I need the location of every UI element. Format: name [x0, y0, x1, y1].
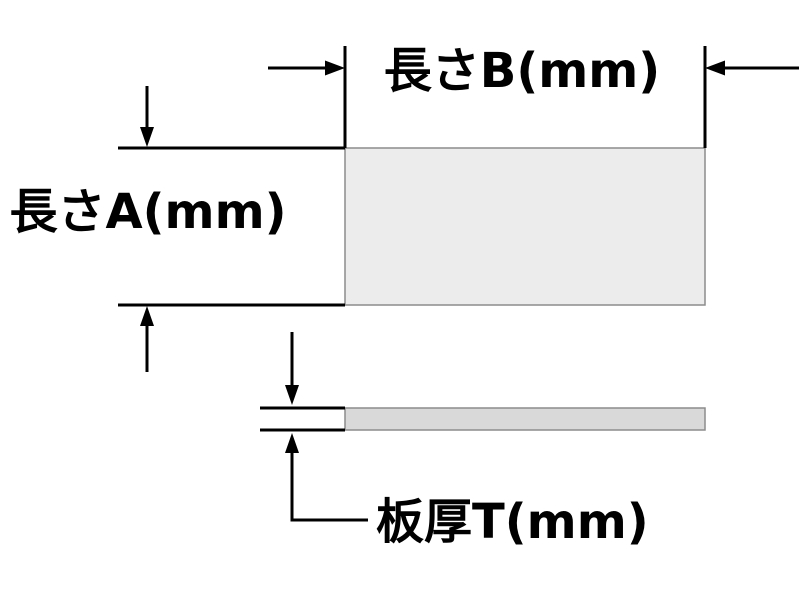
dim-a-arrowhead-up — [140, 306, 154, 326]
plate-top-view — [344, 147, 706, 306]
dim-a-label: 長さA(mm) — [9, 184, 286, 240]
dimension-t: 板厚T(mm) — [260, 332, 649, 550]
dim-t-arrowhead-down — [285, 385, 299, 405]
dim-b-arrowhead-left — [325, 60, 345, 76]
dim-t-arrowhead-up — [285, 433, 299, 453]
dimension-b: 長さB(mm) — [268, 43, 799, 148]
plate-side-view — [344, 407, 706, 431]
dim-a-arrowhead-down — [140, 127, 154, 147]
dim-b-label: 長さB(mm) — [384, 43, 661, 99]
dim-t-label: 板厚T(mm) — [376, 494, 649, 550]
dimension-a: 長さA(mm) — [9, 86, 345, 372]
dim-b-arrowhead-right — [705, 60, 725, 76]
